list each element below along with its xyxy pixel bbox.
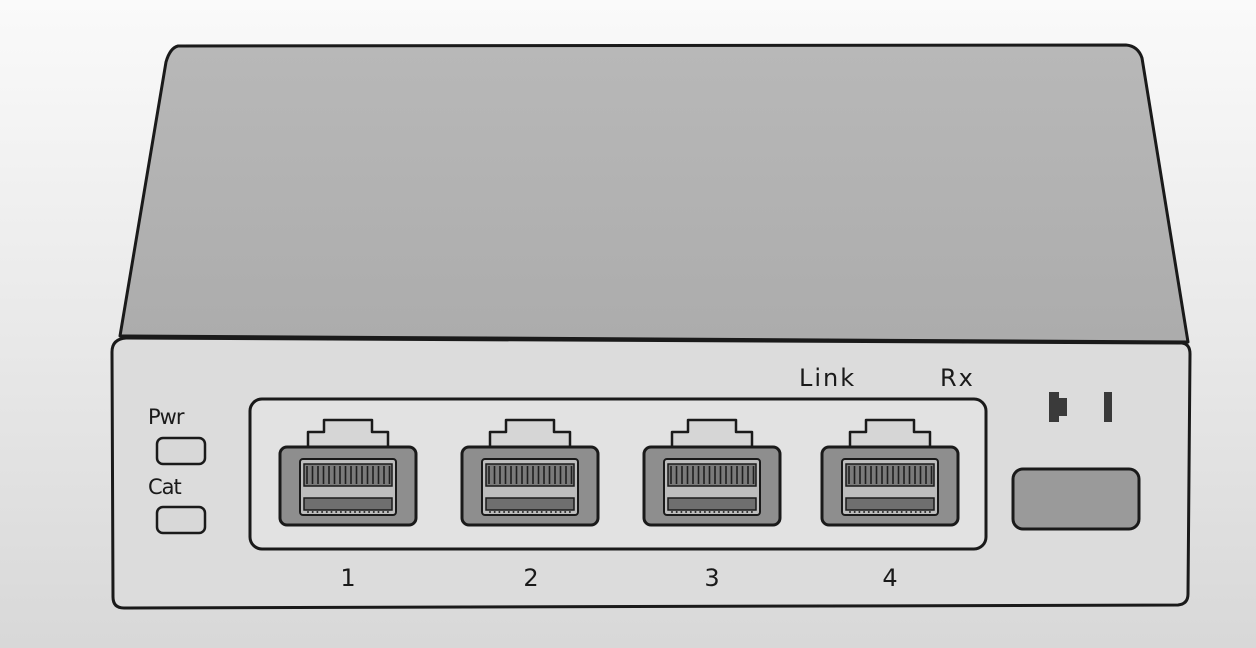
led-pwr <box>155 436 207 466</box>
port-number-2: 2 <box>523 564 539 592</box>
led-label-cat: Cat <box>148 475 182 499</box>
sfp-slot <box>1011 467 1141 531</box>
indicator-mark-left-inner <box>1057 398 1067 416</box>
led-cat <box>155 505 207 535</box>
ethernet-port-2 <box>460 418 600 527</box>
port-number-3: 3 <box>704 564 720 592</box>
link-label: Link <box>799 364 857 392</box>
port-group-frame <box>248 397 988 551</box>
port-number-1: 1 <box>340 564 356 592</box>
port-number-4: 4 <box>882 564 898 592</box>
ports-layer <box>278 418 960 527</box>
led-label-pwr: Pwr <box>148 405 184 429</box>
ethernet-port-1 <box>278 418 418 527</box>
indicator-mark-left <box>1049 392 1059 422</box>
ethernet-port-3 <box>642 418 782 527</box>
device-top-face <box>118 43 1190 344</box>
rx-label: Rx <box>940 364 975 392</box>
ethernet-port-4 <box>820 418 960 527</box>
indicator-mark-right <box>1104 392 1112 422</box>
